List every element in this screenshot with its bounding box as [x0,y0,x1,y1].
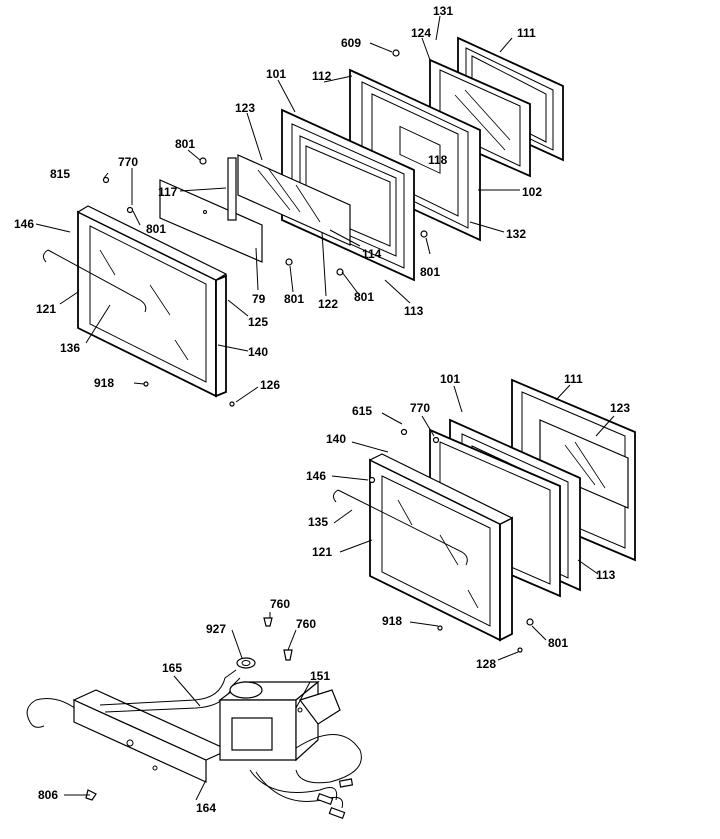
label-801c: 801 [420,265,440,279]
part-123-middle [539,419,629,509]
label-801d: 801 [284,292,304,306]
label-124: 124 [411,26,431,40]
label-801a: 801 [175,137,195,151]
label-770: 770 [118,155,138,169]
label-101-mid: 101 [440,372,460,386]
label-806: 806 [38,788,58,802]
label-122: 122 [318,297,338,311]
label-117: 117 [158,185,178,199]
label-760a: 760 [270,597,290,611]
part-121-outer-door-top [42,205,228,398]
label-136: 136 [60,341,80,355]
label-801e: 801 [354,290,374,304]
label-140-mid: 140 [326,432,346,446]
label-126: 126 [260,378,280,392]
label-927: 927 [206,622,226,636]
label-121: 121 [36,302,56,316]
bottom-latch-assembly [26,612,362,819]
part-112-top [349,68,481,242]
label-165: 165 [162,661,182,675]
label-113-mid: 113 [596,568,616,582]
label-111-mid: 111 [564,372,583,386]
label-615: 615 [352,404,372,418]
label-801-mid: 801 [548,636,568,650]
label-164: 164 [196,801,216,815]
part-927-motor-knob [229,657,263,699]
middle-door-assembly [331,378,636,661]
label-146-mid: 146 [306,469,326,483]
top-door-assembly [35,15,564,407]
label-121-mid: 121 [312,545,332,559]
label-123-mid: 123 [610,401,630,415]
leader-lines-top [35,15,520,403]
label-118: 118 [428,153,448,167]
label-146: 146 [14,217,34,231]
label-135: 135 [308,515,328,529]
leader-lines-bottom [64,612,311,801]
callout-labels-bottom: 760 927 760 165 151 806 164 [38,597,330,815]
part-117-top [159,157,263,263]
label-140: 140 [248,345,268,359]
label-815: 815 [50,167,70,181]
label-801b: 801 [146,222,166,236]
label-113: 113 [404,304,424,318]
label-132: 132 [506,227,526,241]
part-121-outer-door-middle [332,453,514,642]
label-79: 79 [252,292,266,306]
label-123: 123 [235,101,255,115]
callout-labels-middle: 101 111 615 770 123 140 146 135 121 113 … [306,372,630,671]
label-101: 101 [266,67,286,81]
label-760b: 760 [296,617,316,631]
label-151: 151 [310,669,330,683]
label-131: 131 [433,4,453,18]
part-122-glass-top [237,154,351,246]
part-164-bracket [72,689,230,783]
label-125: 125 [248,315,268,329]
label-111: 111 [517,26,536,40]
label-128: 128 [476,657,496,671]
label-770-mid: 770 [410,401,430,415]
label-112: 112 [312,69,332,83]
label-114: 114 [362,247,382,261]
leader-lines-middle [331,384,615,661]
label-102: 102 [522,185,542,199]
label-918-mid: 918 [382,614,402,628]
callout-labels-top: 131 111 609 124 101 112 123 801 118 770 … [14,4,542,392]
label-609: 609 [341,36,361,50]
screws-top [102,49,428,407]
wire-harness [249,769,354,819]
label-918a: 918 [94,376,114,390]
screws-middle [368,428,534,653]
